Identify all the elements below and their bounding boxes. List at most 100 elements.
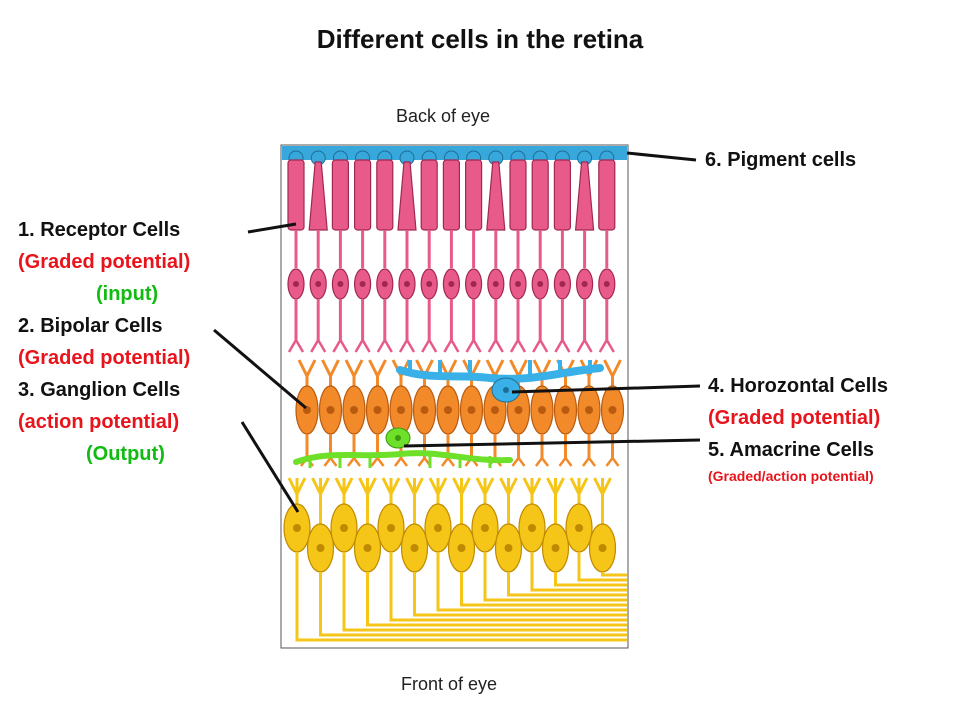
- cone-outer-segment: [397, 161, 417, 231]
- ganglion-nucleus: [363, 544, 372, 552]
- amacrine-cell: [293, 427, 513, 468]
- amacrine-cells-label: 5. Amacrine Cells: [708, 439, 875, 461]
- ganglion-axon: [554, 572, 627, 587]
- ganglion-axon: [530, 552, 627, 592]
- leader-horizontal: [511, 384, 701, 394]
- bipolar-terminal: [582, 455, 596, 467]
- receptor-terminal: [354, 337, 371, 353]
- receptor-terminal: [532, 337, 549, 353]
- receptor-nucleus: [404, 281, 410, 287]
- ganglion-nucleus: [575, 524, 583, 532]
- ganglion-axon: [342, 552, 627, 632]
- ganglion-nucleus: [387, 524, 395, 532]
- leader-receptor: [247, 222, 297, 234]
- receptor-nucleus: [293, 281, 299, 287]
- rod-outer-segment: [598, 159, 616, 231]
- bipolar-nucleus: [326, 406, 335, 414]
- amacrine-process: [293, 450, 513, 465]
- front-of-eye-label: Front of eye: [401, 674, 498, 694]
- ganglion-cells-label: 3. Ganglion Cells: [18, 379, 181, 401]
- ganglion-axon: [577, 552, 627, 582]
- receptor-terminal: [376, 337, 393, 353]
- horizontal-cells-label: 4. Horozontal Cells: [708, 375, 889, 397]
- ganglion-nucleus: [316, 544, 325, 552]
- ganglion-nucleus: [457, 544, 466, 552]
- receptor-terminal: [487, 337, 504, 353]
- receptor-terminal: [421, 337, 438, 353]
- bipolar-nucleus: [373, 406, 382, 414]
- ganglion-axon: [483, 552, 627, 602]
- ganglion-axon: [413, 572, 627, 617]
- amacrine-nucleus: [395, 435, 401, 441]
- diagram-title: Different cells in the retina: [316, 24, 644, 54]
- rod-outer-segment: [331, 159, 349, 231]
- receptor-cells-label: 1. Receptor Cells: [18, 219, 181, 241]
- ganglion-nucleus: [410, 544, 419, 552]
- bipolar-nucleus: [514, 406, 523, 414]
- ganglion-axon: [295, 552, 627, 642]
- cone-outer-segment: [574, 161, 595, 231]
- ganglion-cell-layer: [283, 477, 627, 642]
- amacrine-potential-label: (Graded/action potential): [708, 468, 874, 484]
- ganglion-role-label: (Output): [86, 443, 165, 465]
- ganglion-nucleus: [481, 524, 489, 532]
- bipolar-nucleus: [397, 406, 405, 414]
- rod-outer-segment: [376, 159, 394, 231]
- leader-bipolar: [213, 328, 307, 410]
- back-of-eye-label: Back of eye: [396, 106, 491, 126]
- rod-outer-segment: [509, 159, 527, 231]
- leader-lines: [213, 151, 701, 513]
- bipolar-nucleus: [467, 406, 476, 414]
- ganglion-nucleus: [340, 524, 348, 532]
- ganglion-axon: [507, 572, 627, 597]
- bipolar-cell-layer: [295, 359, 625, 467]
- ganglion-nucleus: [551, 544, 560, 552]
- horizontal-potential-label: (Graded potential): [708, 407, 881, 429]
- ganglion-nucleus: [528, 524, 536, 532]
- receptor-terminal: [398, 337, 416, 353]
- receptor-nucleus: [426, 281, 433, 287]
- receptor-cell-layer: [287, 150, 616, 353]
- receptor-nucleus: [448, 281, 455, 287]
- receptor-role-label: (input): [96, 283, 159, 305]
- bipolar-terminal: [558, 455, 573, 467]
- pigment-cells-label: 6. Pigment cells: [705, 149, 857, 171]
- ganglion-axon: [460, 572, 627, 607]
- rod-outer-segment: [553, 159, 572, 231]
- bipolar-cells-label: 2. Bipolar Cells: [18, 315, 163, 337]
- cone-outer-segment: [308, 161, 328, 231]
- ganglion-nucleus: [598, 544, 607, 552]
- ganglion-potential-label: (action potential): [18, 411, 180, 433]
- ganglion-axon: [389, 552, 627, 622]
- receptor-nucleus: [359, 281, 366, 287]
- horizontal-process: [396, 364, 604, 383]
- receptor-terminal: [310, 337, 327, 353]
- bipolar-nucleus: [420, 406, 429, 414]
- horizontal-cell: [396, 360, 604, 403]
- rod-outer-segment: [287, 159, 305, 231]
- cone-outer-segment: [486, 161, 506, 231]
- receptor-potential-label: (Graded potential): [18, 251, 191, 273]
- ganglion-axon: [319, 572, 627, 637]
- ganglion-nucleus: [504, 544, 513, 552]
- ganglion-nucleus: [434, 524, 442, 532]
- receptor-nucleus: [537, 281, 544, 287]
- bipolar-potential-label: (Graded potential): [18, 347, 191, 369]
- receptor-nucleus: [515, 281, 521, 287]
- leader-amacrine: [403, 438, 701, 448]
- receptor-terminal: [554, 337, 571, 353]
- receptor-nucleus: [337, 281, 344, 287]
- receptor-terminal: [465, 337, 482, 353]
- bipolar-terminal: [394, 455, 408, 467]
- receptor-terminal: [332, 337, 349, 353]
- receptor-nucleus: [492, 281, 499, 287]
- bipolar-nucleus: [538, 406, 546, 414]
- horizontal-nucleus: [503, 387, 509, 393]
- rod-outer-segment: [442, 159, 460, 231]
- ganglion-axon: [366, 572, 627, 627]
- receptor-nucleus: [381, 281, 388, 287]
- bipolar-nucleus: [444, 406, 452, 414]
- rod-outer-segment: [420, 159, 438, 231]
- ganglion-axon: [601, 572, 627, 577]
